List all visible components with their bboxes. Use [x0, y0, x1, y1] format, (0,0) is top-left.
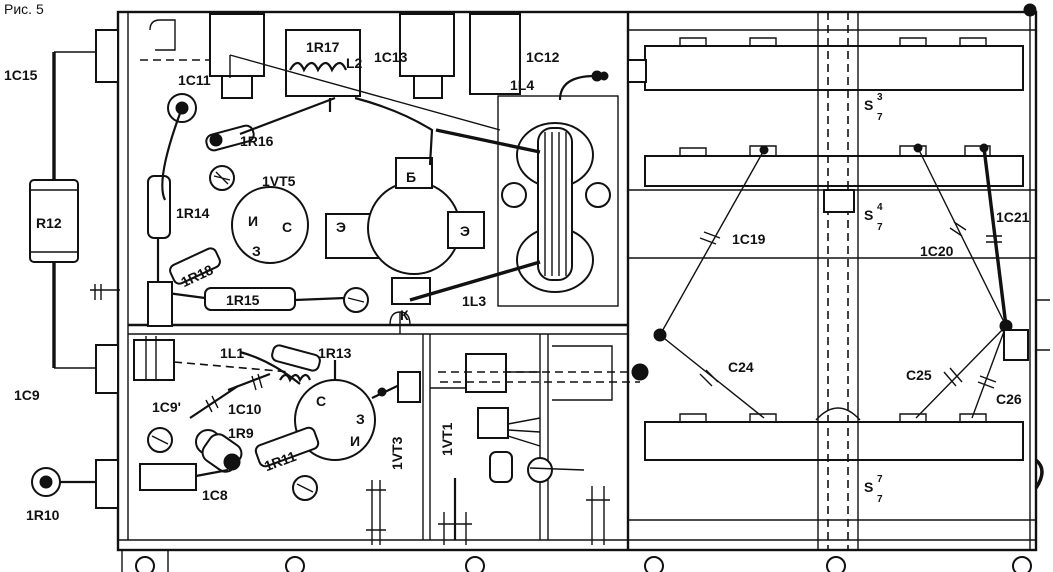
label-vt3-pin-i: И [350, 433, 360, 449]
label-1r15: 1R15 [226, 292, 260, 308]
svg-text:7: 7 [877, 474, 883, 485]
label-1c13: 1С13 [374, 49, 408, 65]
label-1r16: 1R16 [240, 133, 274, 149]
labels: Рис. 5 1С15 R12 1С9 1R10 1С11 1R16 1R17 … [4, 1, 1030, 523]
svg-text:7: 7 [877, 222, 883, 233]
switch-wafer-s7-3 [644, 45, 1024, 91]
label-1vt5: 1VT5 [262, 173, 296, 189]
label-1l4: 1L4 [510, 77, 534, 93]
label-vt5-pin-z: З [252, 243, 261, 259]
svg-text:S: S [864, 97, 873, 113]
svg-text:S: S [864, 207, 873, 223]
switch-wafer-s7-7 [644, 421, 1024, 461]
label-s7-4: S 4 7 [864, 202, 883, 233]
label-1c20: 1С20 [920, 243, 954, 259]
label-1vt3: 1VT3 [389, 436, 405, 470]
left-external-parts [29, 29, 120, 509]
label-1r10: 1R10 [26, 507, 60, 523]
label-1r17: 1R17 [306, 39, 340, 55]
label-1c15: 1С15 [4, 67, 38, 83]
label-1r14: 1R14 [176, 205, 210, 221]
label-vt5-pin-i: И [248, 213, 258, 229]
upper-left-compartment [140, 13, 619, 334]
label-vt3-pin-z: З [356, 411, 365, 427]
label-1c8: 1С8 [202, 487, 228, 503]
label-pin-e1: Э [336, 219, 346, 235]
label-1c10: 1С10 [228, 401, 262, 417]
svg-text:7: 7 [877, 494, 883, 505]
svg-text:S: S [864, 479, 873, 495]
lower-left-compartment [133, 336, 640, 545]
label-1c11: 1С11 [178, 72, 211, 88]
label-1c9: 1С9 [14, 387, 40, 403]
label-1l3: 1L3 [462, 293, 486, 309]
label-r12: R12 [36, 215, 62, 231]
switch-wafer-s7-4 [644, 155, 1024, 187]
svg-text:3: 3 [877, 92, 883, 103]
label-c25: С25 [906, 367, 932, 383]
label-1vt1: 1VT1 [439, 422, 455, 456]
label-s7-7: S 7 7 [864, 474, 883, 505]
label-c26: С26 [996, 391, 1022, 407]
label-pin-k: К [400, 307, 409, 323]
label-1r9: 1R9 [228, 425, 254, 441]
svg-text:7: 7 [877, 112, 883, 123]
label-c24: С24 [728, 359, 754, 375]
svg-text:4: 4 [877, 202, 883, 213]
label-pin-e2: Э [460, 223, 470, 239]
label-1c21: 1С21 [996, 209, 1030, 225]
label-1c19: 1С19 [732, 231, 766, 247]
label-s7-3: S 3 7 [864, 92, 883, 123]
figure-label: Рис. 5 [4, 1, 44, 17]
label-1l1: 1L1 [220, 345, 244, 361]
transistor-vt5 [231, 186, 309, 264]
mounting-feet [121, 550, 1032, 572]
label-1c9-prime: 1С9' [152, 399, 181, 415]
label-1r13: 1R13 [318, 345, 352, 361]
label-vt5-pin-c: С [282, 219, 292, 235]
label-pin-b: Б [406, 169, 416, 185]
chassis-frame [116, 10, 1038, 552]
label-1c12: 1С12 [526, 49, 560, 65]
right-switch-section [599, 3, 1050, 550]
power-transistor-body [367, 181, 461, 275]
label-l2: L2 [346, 55, 363, 71]
label-vt3-pin-c: С [316, 393, 326, 409]
